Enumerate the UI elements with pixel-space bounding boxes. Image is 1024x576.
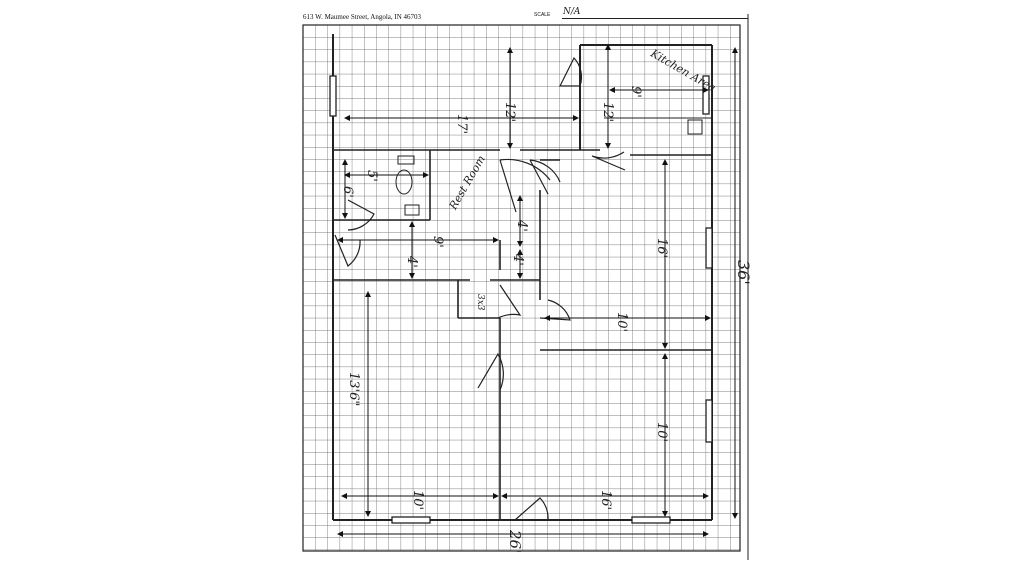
dim-front-right-width: 16' (598, 490, 613, 510)
restroom-fixtures (395, 155, 420, 216)
dim-restroom-height: 6' (340, 186, 355, 198)
dim-mid-height-a: 4' (514, 219, 529, 232)
scale-underline (562, 18, 748, 19)
scale-label: SCALE (534, 12, 551, 18)
grid-paper (302, 24, 741, 552)
interior-walls (333, 149, 712, 520)
windows (329, 75, 713, 524)
dim-top-left-width: 17' (454, 114, 469, 134)
address-header: 613 W. Maumee Street, Angola, IN 46703 (303, 13, 422, 21)
dim-hall-width: 9' (430, 236, 445, 248)
dim-right-room-height: 16' (654, 238, 669, 258)
dim-mid-right-width: 10' (614, 312, 629, 332)
dim-mid-height-b: 4' (510, 253, 525, 266)
dim-kitchen-height: 12' (600, 102, 615, 122)
dim-front-left-width: 10' (410, 490, 425, 510)
dim-front-left-height: 13'6" (346, 372, 361, 406)
scale-value: N/A (563, 7, 581, 17)
dim-top-left-height: 12' (502, 102, 517, 122)
dim-front-right-height: 10' (654, 422, 669, 442)
dimension-lines (337, 44, 738, 537)
dim-overall-height: 36' (734, 260, 753, 285)
dim-restroom-width: 5' (364, 170, 379, 182)
dim-overall-width: 26' (506, 529, 524, 553)
dim-hall-height: 4' (404, 255, 419, 268)
dim-closet: 3x3 (475, 294, 485, 311)
kitchen-fixture (687, 119, 703, 135)
dim-kitchen-width: 9' (628, 86, 643, 98)
